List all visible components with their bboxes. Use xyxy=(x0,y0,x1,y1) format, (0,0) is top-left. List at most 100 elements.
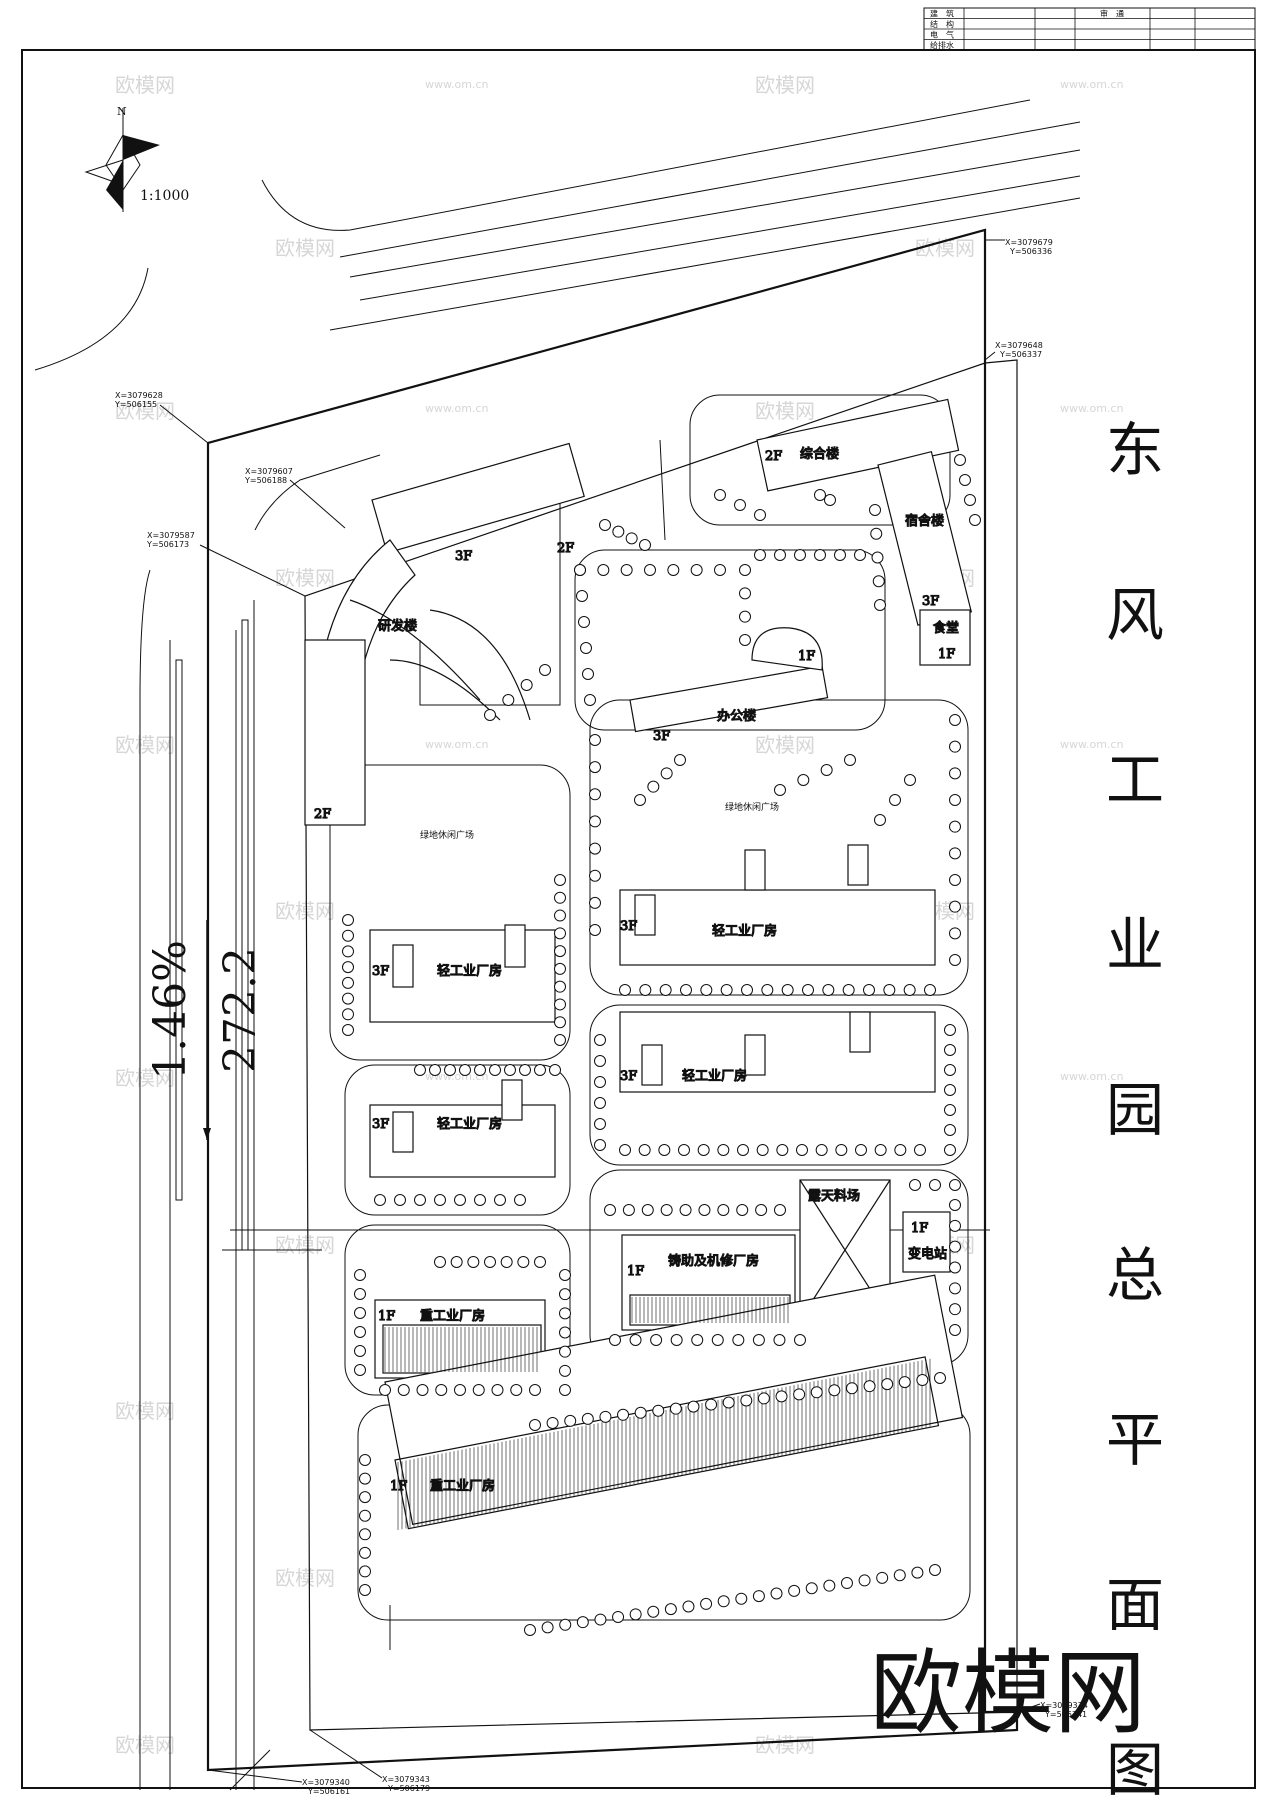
tree xyxy=(680,984,692,996)
tree xyxy=(554,1034,566,1046)
tree xyxy=(894,1144,907,1156)
coordinate-annotations: X=3079679 Y=506336 X=3079648 Y=506337 X=… xyxy=(114,238,1088,1796)
tree xyxy=(520,679,533,691)
tree xyxy=(510,1384,523,1396)
tree xyxy=(599,519,611,531)
tree xyxy=(554,962,566,975)
tree xyxy=(735,1592,748,1605)
tree xyxy=(502,694,515,706)
tree xyxy=(815,1144,828,1156)
tree xyxy=(625,532,638,545)
tree xyxy=(549,1064,561,1076)
tree xyxy=(594,1055,606,1067)
heavy2-floors: 1F xyxy=(390,1479,407,1494)
watermark-large: 欧模网 xyxy=(870,1640,1146,1747)
tree xyxy=(638,1144,651,1156)
title-row-2: 电 气 xyxy=(930,30,954,40)
tree xyxy=(664,1603,677,1616)
tree xyxy=(504,1064,516,1076)
tree xyxy=(414,1064,426,1076)
tree xyxy=(639,539,651,551)
tree xyxy=(944,1144,956,1156)
watermark: 欧模网 xyxy=(755,1733,815,1757)
tree xyxy=(634,1406,647,1419)
tree xyxy=(342,976,354,989)
tree xyxy=(802,984,814,996)
tree xyxy=(594,1118,606,1130)
building-casting: 1F 铸助及机修厂房 xyxy=(621,1234,796,1331)
building-light-2: 3F 轻工业厂房 xyxy=(369,924,556,1023)
tree xyxy=(342,992,354,1005)
tree xyxy=(489,1064,501,1076)
tree xyxy=(796,1144,808,1156)
drawing-frame xyxy=(21,49,1256,1789)
tree xyxy=(883,984,896,996)
tree xyxy=(494,1194,506,1206)
tree xyxy=(874,814,886,826)
tree xyxy=(810,1386,823,1399)
tree xyxy=(534,1064,546,1076)
tree xyxy=(776,1144,789,1156)
tree xyxy=(949,1303,961,1316)
road-annotation: 1.46% 272.2 xyxy=(145,920,266,1140)
tree xyxy=(359,1528,371,1541)
tree xyxy=(944,1124,956,1136)
watermarks: 欧模网 欧模网 www.om.cn www.om.cn 欧模网 欧模网 欧模网 … xyxy=(115,73,1123,1757)
tree xyxy=(774,784,786,796)
tree xyxy=(714,564,726,576)
tree xyxy=(659,984,672,996)
tree xyxy=(374,1194,386,1206)
tree xyxy=(647,780,660,793)
tree xyxy=(617,1408,630,1421)
light4-name: 轻工业厂房 xyxy=(437,1116,502,1132)
tree xyxy=(690,564,703,576)
tree xyxy=(814,489,826,501)
light3-name: 轻工业厂房 xyxy=(682,1068,747,1084)
watermark: 欧模网 xyxy=(755,73,815,97)
tree xyxy=(794,549,806,561)
canteen-name: 食堂 xyxy=(933,620,959,636)
tree xyxy=(416,1384,429,1396)
coord-x: X=3079340 xyxy=(302,1778,350,1787)
tree xyxy=(434,1194,446,1206)
tree xyxy=(863,984,875,996)
tree xyxy=(732,1334,745,1346)
tree xyxy=(903,984,916,996)
tree xyxy=(669,1402,682,1415)
tree xyxy=(734,499,746,511)
tree xyxy=(641,1204,654,1216)
tree xyxy=(924,984,936,996)
tree xyxy=(594,1613,607,1626)
tree xyxy=(359,1491,371,1504)
tree xyxy=(835,1144,848,1156)
tree xyxy=(824,494,836,506)
tree xyxy=(594,1076,606,1088)
tree xyxy=(554,945,566,958)
tree xyxy=(737,1144,749,1156)
tree xyxy=(517,1256,530,1268)
tree xyxy=(752,1590,765,1603)
substation-floors: 1F xyxy=(911,1221,928,1236)
tree xyxy=(959,474,971,486)
tree xyxy=(342,961,354,974)
tree xyxy=(757,1392,770,1405)
watermark: 欧模网 xyxy=(915,236,975,260)
complex-floors: 2F xyxy=(765,449,782,464)
tree xyxy=(670,1334,683,1346)
title-row-0: 建 筑 xyxy=(930,9,954,19)
tree xyxy=(700,1597,713,1610)
office-floors-1f: 1F xyxy=(798,649,815,664)
coord-x: X=3079648 xyxy=(995,341,1043,350)
watermark-url: www.om.cn xyxy=(1060,402,1123,415)
tree xyxy=(700,984,713,996)
tree xyxy=(722,1396,735,1409)
tree xyxy=(491,1384,504,1396)
tree xyxy=(949,767,961,780)
tree xyxy=(854,549,866,561)
tree xyxy=(554,927,566,940)
watermark: 欧模网 xyxy=(275,1566,335,1590)
tree xyxy=(720,984,733,996)
tree xyxy=(354,1269,366,1281)
tree xyxy=(679,1204,692,1216)
